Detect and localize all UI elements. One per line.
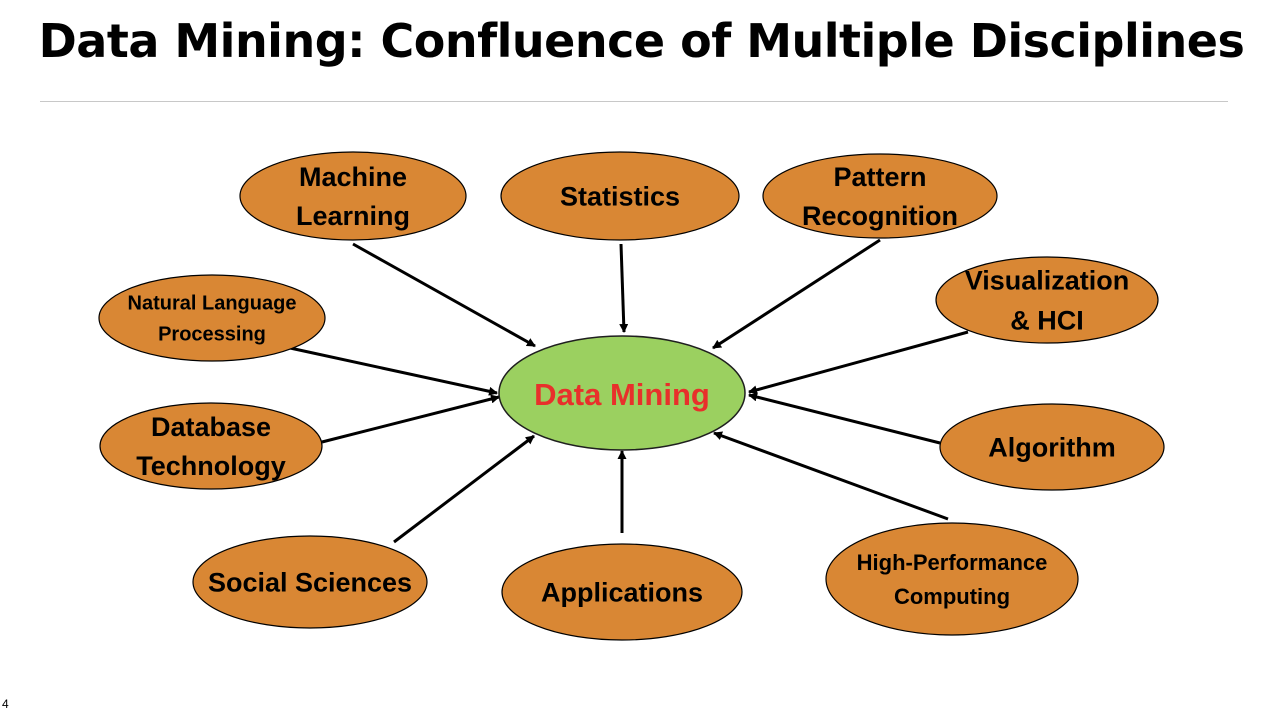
node-label-statistics-line-1: Statistics [560,182,680,212]
node-label-hpc-line-1: High-Performance [857,550,1048,575]
node-ellipse-social-sciences [192,535,428,629]
node-statistics: Statistics [500,151,740,241]
node-label-database-technology-line-2: Technology [136,451,286,481]
node-algorithm: Algorithm [939,403,1165,491]
node-label-database-technology-line-1: Database [151,412,271,442]
arrow-visualization-hci [748,330,969,395]
node-label-applications-line-1: Applications [541,578,703,608]
node-ellipse-nlp [98,274,326,362]
node-label-visualization-hci-line-2: & HCI [1010,306,1084,336]
node-ellipse-applications [501,543,743,641]
node-label-social-sciences-line-1: Social Sciences [208,568,412,598]
arrow-social-sciences [393,434,535,544]
node-ellipse-database-technology [99,402,323,490]
node-label-machine-learning-line-2: Learning [296,201,410,231]
arrow-algorithm [748,392,941,445]
arrow-database-technology [321,394,500,444]
node-social-sciences: Social Sciences [192,535,428,629]
node-label-visualization-hci-line-1: Visualization [965,266,1130,296]
node-label-hpc-line-2: Computing [894,584,1010,609]
arrow-statistics [619,243,629,333]
node-label-pattern-recognition-line-1: Pattern [833,162,926,192]
node-ellipse-machine-learning [239,151,467,241]
node-label-nlp-line-2: Processing [158,324,266,346]
page-title: Data Mining: Confluence of Multiple Disc… [38,14,1245,68]
node-label-algorithm-line-1: Algorithm [988,433,1116,463]
page-number: 4 [2,697,9,711]
node-label-machine-learning-line-1: Machine [299,162,407,192]
node-applications: Applications [501,543,743,641]
title-divider [40,101,1228,102]
node-ellipse-hpc [825,522,1079,636]
center-label: Data Mining [534,377,710,412]
arrows [289,238,969,544]
node-ellipse-statistics [500,151,740,241]
node-label-nlp-line-1: Natural Language [128,293,297,315]
arrow-machine-learning [352,242,536,348]
arrow-pattern-recognition [712,238,881,350]
arrow-hpc [713,431,949,521]
node-ellipse-visualization-hci [935,256,1159,344]
center-ellipse [498,335,746,451]
node-ellipse-algorithm [939,403,1165,491]
center-node: Data Mining [498,335,746,451]
node-ellipse-pattern-recognition [762,153,998,239]
node-label-pattern-recognition-line-2: Recognition [802,201,958,231]
arrow-nlp [289,346,498,396]
node-visualization-hci: Visualization & HCI [935,256,1159,344]
